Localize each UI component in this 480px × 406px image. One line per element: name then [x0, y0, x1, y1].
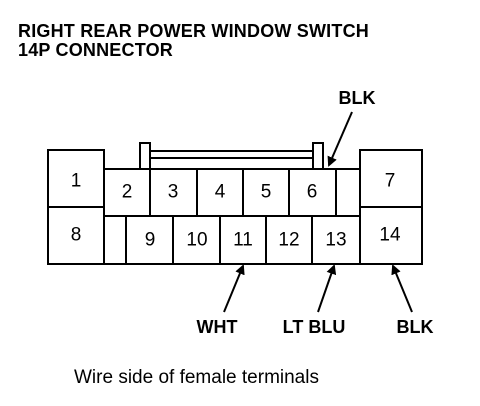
connector-body	[47, 142, 423, 265]
terminal-6: 6	[307, 182, 318, 203]
terminal-12: 12	[278, 230, 299, 251]
terminal-9: 9	[145, 230, 156, 251]
callout-blk-top: BLK	[339, 88, 376, 108]
terminal-5: 5	[261, 182, 272, 203]
terminal-1: 1	[71, 171, 82, 192]
terminal-14: 14	[379, 225, 401, 246]
terminal-3: 3	[168, 182, 179, 203]
terminal-7: 7	[385, 171, 396, 192]
latch-post-right	[312, 142, 324, 170]
terminal-11: 11	[233, 230, 253, 251]
diagram-title-line2: 14P CONNECTOR	[18, 40, 173, 60]
latch-post-left	[139, 142, 151, 170]
diagram-title-line1: RIGHT REAR POWER WINDOW SWITCH	[18, 21, 369, 41]
arrow-lt-blu	[317, 264, 337, 313]
callout-lt-blu: LT BLU	[283, 317, 346, 337]
arrow-wht	[223, 264, 245, 313]
diagram-caption: Wire side of female terminals	[74, 367, 319, 388]
arrow-blk-top	[327, 111, 353, 167]
terminal-10: 10	[186, 230, 207, 251]
terminal-8: 8	[71, 225, 82, 246]
terminal-13: 13	[325, 230, 346, 251]
callout-wht: WHT	[197, 317, 238, 337]
arrow-blk-bottom	[391, 264, 413, 313]
callout-blk-bottom: BLK	[397, 317, 434, 337]
terminal-4: 4	[215, 182, 226, 203]
terminal-2: 2	[122, 182, 133, 203]
